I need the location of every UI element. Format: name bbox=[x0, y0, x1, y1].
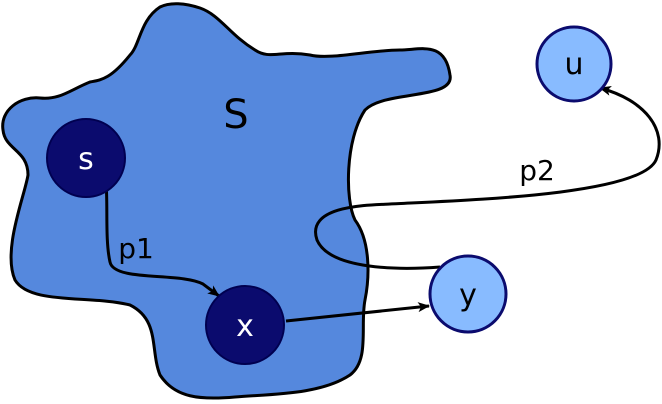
node-x-label: x bbox=[236, 309, 254, 344]
edge-y-u bbox=[314, 86, 661, 270]
node-y: y bbox=[428, 254, 508, 334]
edge-x-y bbox=[285, 302, 430, 323]
node-u-label: u bbox=[564, 47, 583, 82]
node-y-label: y bbox=[459, 278, 477, 313]
node-s: s bbox=[46, 118, 126, 198]
edge-s-x bbox=[104, 181, 220, 298]
node-s-label: s bbox=[78, 142, 94, 177]
edge-y-u-label: p2 bbox=[519, 154, 555, 187]
edge-s-x-label: p1 bbox=[118, 232, 154, 265]
node-x: x bbox=[205, 285, 285, 365]
region-s-shape bbox=[1, 2, 452, 400]
region-s-label: S bbox=[223, 92, 248, 138]
node-u: u bbox=[535, 25, 613, 103]
